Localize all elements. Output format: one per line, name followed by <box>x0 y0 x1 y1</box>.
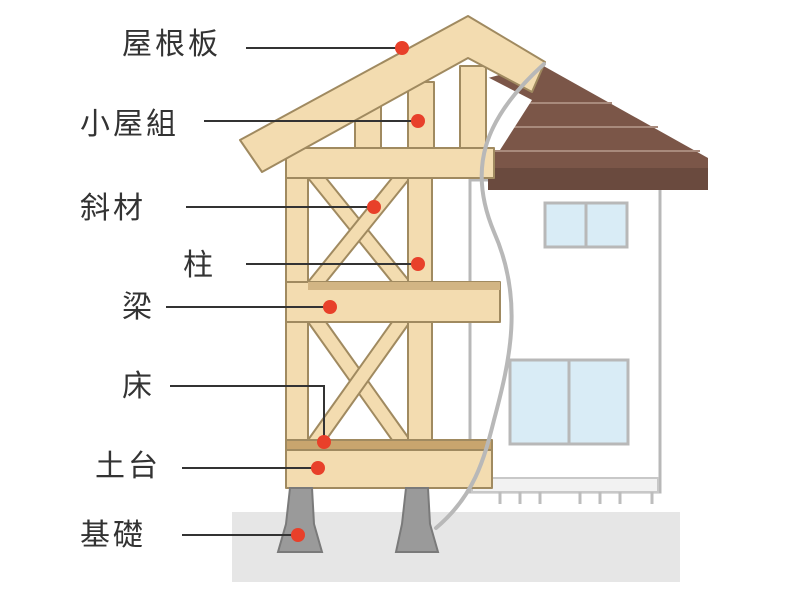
ground <box>232 512 680 582</box>
truss-stud <box>459 65 487 151</box>
exterior-house <box>468 64 708 504</box>
cutaway-edge <box>434 62 546 530</box>
roof-board <box>239 15 546 173</box>
floor-strip <box>285 439 493 451</box>
label-post: 柱 <box>183 248 216 283</box>
marker-roof-truss <box>411 114 425 128</box>
label-roof-truss: 小屋組 <box>80 107 179 142</box>
label-floor: 床 <box>122 369 155 404</box>
marker-floor <box>317 435 331 449</box>
leader-lines <box>166 47 418 536</box>
label-beam: 梁 <box>122 290 155 325</box>
marker-foundation <box>291 528 305 542</box>
foundation-pier <box>394 487 440 553</box>
label-sill: 土台 <box>95 449 161 484</box>
marker-post <box>411 257 425 271</box>
exterior-base <box>471 477 659 493</box>
label-roof-board: 屋根板 <box>122 27 221 62</box>
upper-beam <box>285 147 495 179</box>
marker-beam <box>323 300 337 314</box>
timber-frame <box>239 15 546 489</box>
leader-floor <box>170 385 325 442</box>
marker-brace <box>367 200 381 214</box>
markers <box>291 41 425 542</box>
marker-sill <box>311 461 325 475</box>
marker-roof-board <box>395 41 409 55</box>
label-brace: 斜材 <box>80 191 146 226</box>
label-foundation: 基礎 <box>80 518 146 553</box>
